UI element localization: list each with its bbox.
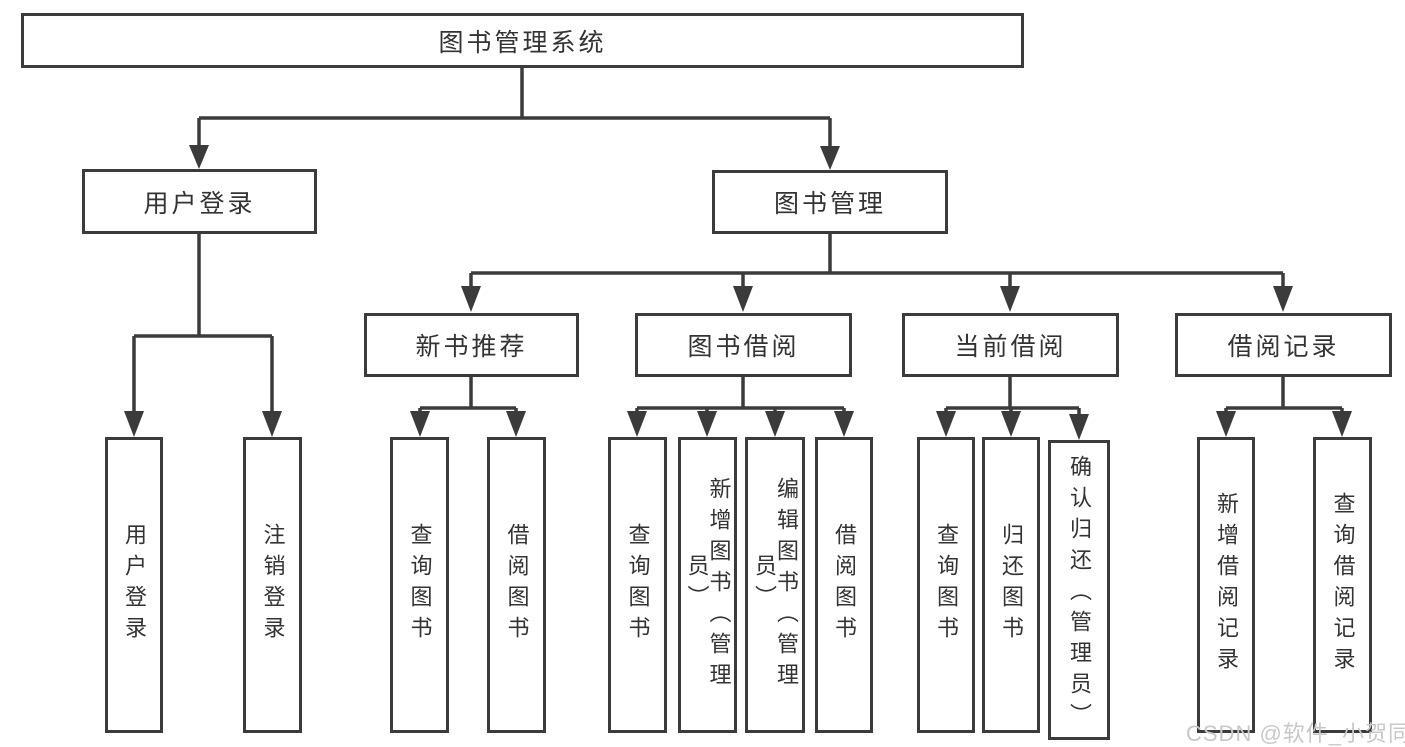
leaf-recommend-query-books-label: 查询图书: [407, 523, 433, 647]
leaf-edit-book-admin-label: 编辑图书（管理员）: [752, 476, 799, 694]
leaf-recommend-borrow-books-label: 借阅图书: [504, 523, 530, 647]
leaf-query-borrow-record-label: 查询借阅记录: [1330, 492, 1356, 678]
leaf-borrow-query-books: 查询图书: [608, 437, 667, 733]
leaf-add-borrow-record-label: 新增借阅记录: [1214, 492, 1239, 678]
leaf-add-book-admin-label: 新增图书（管理员）: [684, 476, 732, 694]
leaf-return-book: 归还图书: [982, 437, 1040, 733]
leaf-add-book-admin: 新增图书（管理员）: [678, 437, 737, 733]
node-root-label: 图书管理系统: [438, 28, 607, 57]
node-borrow-records-label: 借阅记录: [1227, 333, 1340, 361]
node-user-login-label: 用户登录: [143, 189, 256, 218]
node-new-book-recommend: 新书推荐: [364, 313, 579, 377]
leaf-return-book-label: 归还图书: [999, 523, 1024, 647]
leaf-logout: 注销登录: [243, 437, 302, 733]
node-new-book-recommend-label: 新书推荐: [415, 333, 528, 361]
leaf-borrow-books-label: 借阅图书: [832, 523, 857, 647]
leaf-add-borrow-record: 新增借阅记录: [1197, 437, 1255, 733]
leaf-recommend-borrow-books: 借阅图书: [487, 437, 546, 733]
leaf-edit-book-admin: 编辑图书（管理员）: [745, 437, 805, 733]
leaf-current-query-books-label: 查询图书: [934, 523, 959, 647]
node-current-borrow-label: 当前借阅: [954, 333, 1067, 361]
leaf-borrow-query-books-label: 查询图书: [625, 523, 651, 647]
leaf-borrow-books: 借阅图书: [815, 437, 873, 733]
node-current-borrow: 当前借阅: [902, 313, 1119, 377]
node-user-login: 用户登录: [82, 169, 317, 234]
node-root: 图书管理系统: [21, 13, 1024, 68]
leaf-logout-label: 注销登录: [260, 523, 286, 647]
leaf-query-borrow-record: 查询借阅记录: [1313, 437, 1372, 733]
leaf-current-query-books: 查询图书: [917, 437, 975, 733]
csdn-watermark: CSDN @软件_小贺同学: [1186, 721, 1405, 746]
node-book-borrow-label: 图书借阅: [687, 333, 800, 361]
leaf-user-login-label: 用户登录: [122, 523, 147, 647]
node-borrow-records: 借阅记录: [1175, 313, 1392, 377]
node-book-management: 图书管理: [712, 170, 948, 234]
leaf-user-login: 用户登录: [105, 437, 163, 733]
leaf-confirm-return-admin: 确认归还（管理员）: [1048, 440, 1110, 740]
node-book-management-label: 图书管理: [773, 190, 886, 218]
leaf-confirm-return-admin-label: 确认归还（管理员）: [1067, 455, 1092, 734]
node-book-borrow: 图书借阅: [635, 313, 852, 377]
leaf-recommend-query-books: 查询图书: [390, 437, 449, 733]
